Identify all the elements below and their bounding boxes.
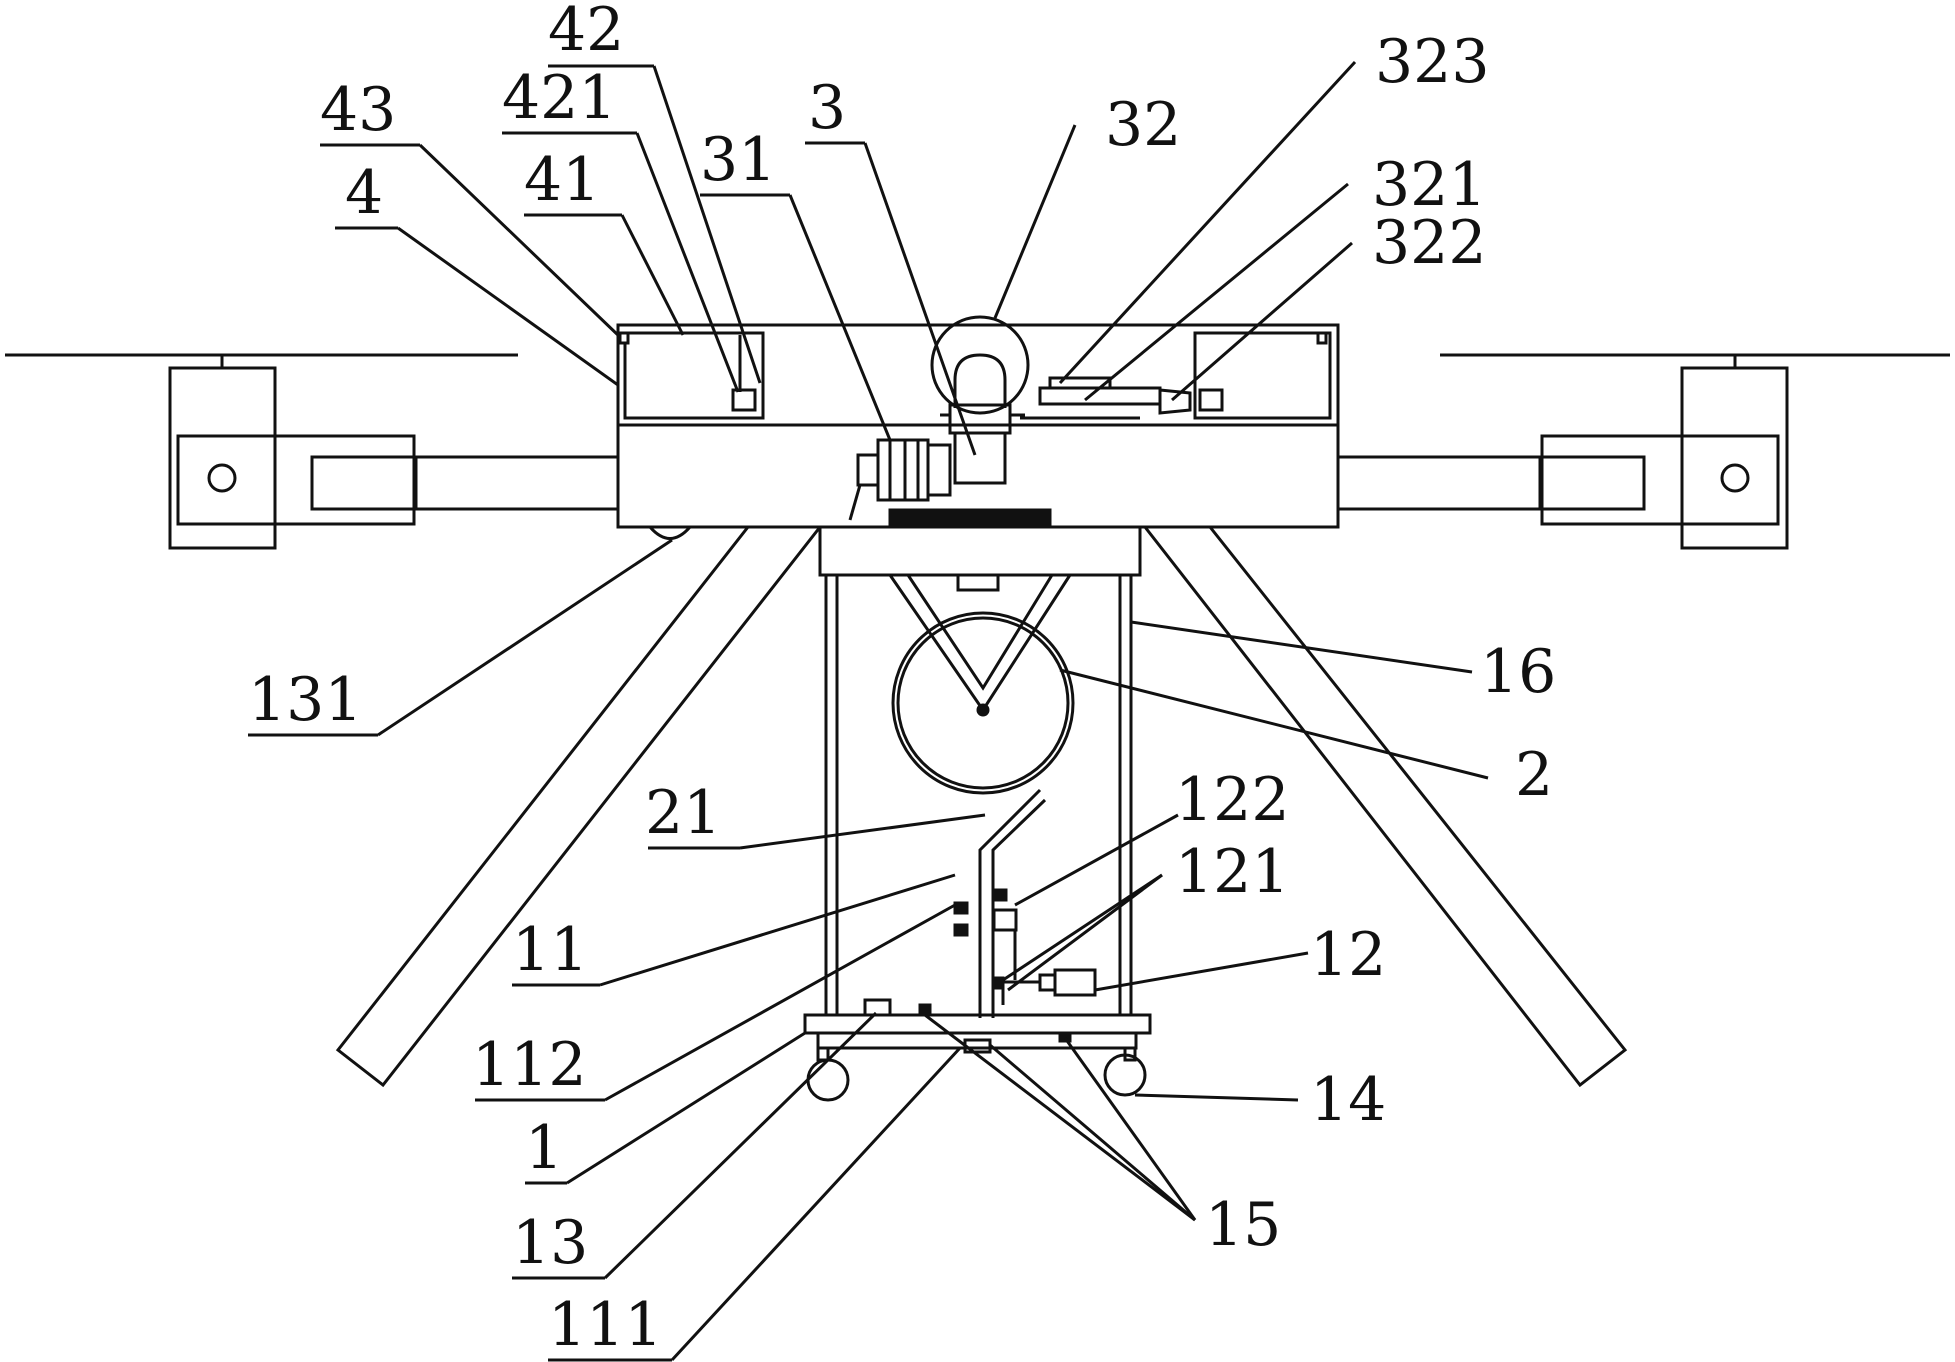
label-2: 2: [1515, 740, 1553, 810]
frame: [818, 525, 1142, 1015]
label-12: 12: [1310, 920, 1386, 990]
label-122: 122: [1175, 765, 1290, 835]
label-112: 112: [472, 1030, 587, 1100]
label-16: 16: [1480, 637, 1556, 707]
line-holder: [953, 788, 1097, 1018]
label-11: 11: [512, 915, 588, 985]
reference-numerals: 42 43 421 4 41 31 3 32 323 321 322 131 1…: [248, 0, 1556, 1360]
label-31: 31: [700, 125, 776, 195]
label-42: 42: [548, 0, 624, 65]
label-13: 13: [512, 1208, 588, 1278]
left-arm: [168, 355, 618, 550]
label-43: 43: [320, 75, 396, 145]
label-131: 131: [248, 665, 363, 735]
label-323: 323: [1375, 27, 1490, 97]
label-41: 41: [524, 145, 600, 215]
right-arm: [1338, 355, 1789, 550]
label-1: 1: [525, 1113, 563, 1183]
reel: [888, 574, 1075, 795]
base-platform: [803, 998, 1152, 1102]
label-321: 321: [1372, 150, 1487, 220]
label-21: 21: [645, 778, 721, 848]
label-14: 14: [1310, 1065, 1386, 1135]
label-421: 421: [502, 63, 617, 133]
label-3: 3: [808, 73, 846, 143]
leader-lines: [248, 60, 1489, 1362]
label-111: 111: [548, 1290, 663, 1360]
label-322: 322: [1372, 208, 1487, 278]
label-15: 15: [1205, 1190, 1281, 1260]
label-32: 32: [1105, 90, 1181, 160]
label-4: 4: [345, 158, 383, 228]
label-121: 121: [1175, 837, 1290, 907]
